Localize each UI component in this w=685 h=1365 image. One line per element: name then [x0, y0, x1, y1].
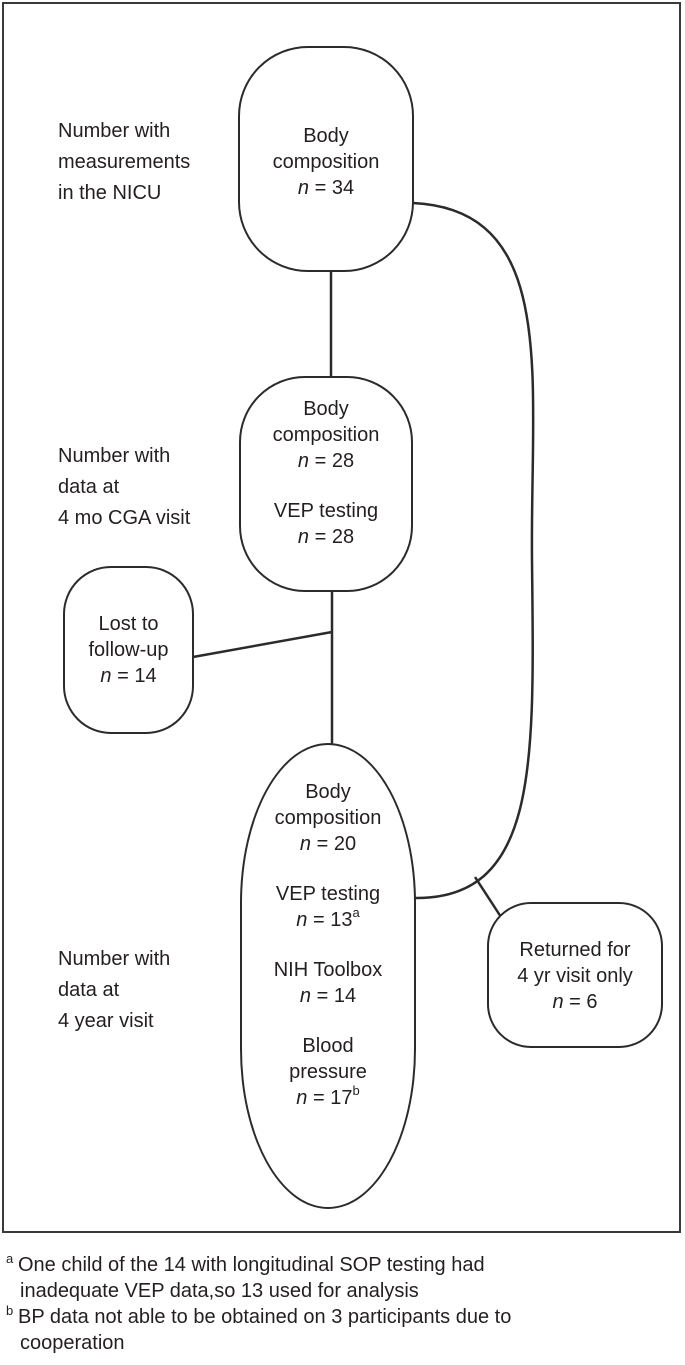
footnote-a-text: One child of the 14 with longitudinal SO… [18, 1254, 485, 1276]
footnote-b-text: BP data not able to be obtained on 3 par… [18, 1306, 512, 1328]
n-value: = 20 [316, 833, 357, 855]
connector-returned-branch [473, 876, 503, 918]
n-symbol: n [297, 177, 310, 199]
node-text: composition [274, 807, 382, 829]
footnote-a: a One child of the 14 with longitudinal … [6, 1252, 676, 1304]
node-count: n = 28 [241, 524, 411, 550]
connector-lost-branch [192, 630, 333, 659]
row-label-4yr: Number with data at 4 year visit [58, 944, 170, 1037]
row-label-line: in the NICU [58, 182, 162, 204]
n-value: = 28 [314, 526, 355, 548]
row-label-line: data at [58, 979, 120, 1001]
node-count: n = 13a [242, 905, 414, 933]
node-text: VEP testing [273, 500, 379, 522]
node-text: Lost to [98, 613, 159, 635]
node-text: Returned for [519, 939, 631, 961]
n-value: = 6 [569, 991, 598, 1013]
node-text: Blood [302, 1035, 354, 1057]
n-value: = 17 [312, 1087, 353, 1109]
n-symbol: n [299, 833, 312, 855]
n-value: = 14 [316, 985, 357, 1007]
row-label-line: data at [58, 476, 120, 498]
n-value: = 34 [314, 177, 355, 199]
node-count: n = 17b [242, 1083, 414, 1111]
node-text: follow-up [88, 639, 169, 661]
row-label-line: Number with [58, 948, 171, 970]
node-text: composition [272, 424, 380, 446]
node-text: Body [303, 398, 349, 420]
n-symbol: n [297, 450, 310, 472]
footnote-b-text-cont: cooperation [20, 1332, 125, 1354]
node-returned-4yr-only: Returned for 4 yr visit only n = 6 [487, 902, 663, 1048]
row-label-line: measurements [58, 151, 191, 173]
node-count: n = 14 [65, 663, 192, 689]
node-4mo-visit: Body composition n = 28 VEP testing n = … [239, 376, 413, 592]
node-4yr-visit: Body composition n = 20 VEP testing n = … [240, 743, 416, 1209]
n-symbol: n [299, 985, 312, 1007]
row-label-line: 4 year visit [58, 1010, 154, 1032]
footnote-mark-a: a [352, 905, 360, 921]
footnote-mark-b: b [352, 1083, 360, 1099]
row-label-4mo: Number with data at 4 mo CGA visit [58, 441, 190, 534]
row-label-line: 4 mo CGA visit [58, 507, 191, 529]
node-text: VEP testing [275, 883, 381, 905]
node-text: Body [303, 125, 349, 147]
n-symbol: n [552, 991, 564, 1013]
node-nicu-body-composition: Body composition n = 34 [238, 46, 414, 272]
node-text: NIH Toolbox [273, 959, 383, 981]
node-count: n = 6 [489, 989, 661, 1015]
footnotes: a One child of the 14 with longitudinal … [6, 1252, 676, 1356]
connector-nicu-to-4yr-curve [412, 201, 535, 900]
n-value: = 14 [117, 665, 157, 687]
footnote-b: b BP data not able to be obtained on 3 p… [6, 1304, 676, 1356]
node-text: Body [305, 781, 351, 803]
n-symbol: n [296, 1087, 308, 1109]
n-value: = 28 [314, 450, 355, 472]
diagram-frame [2, 2, 681, 1233]
row-label-line: Number with [58, 445, 171, 467]
node-count: n = 34 [240, 175, 412, 201]
node-lost-to-follow-up: Lost to follow-up n = 14 [63, 566, 194, 734]
n-symbol: n [296, 909, 308, 931]
node-text: composition [272, 151, 380, 173]
n-value: = 13 [312, 909, 353, 931]
n-symbol: n [100, 665, 112, 687]
footnote-a-text-cont: inadequate VEP data,so 13 used for analy… [20, 1280, 419, 1302]
n-symbol: n [297, 526, 310, 548]
row-label-line: Number with [58, 120, 171, 142]
node-count: n = 28 [241, 448, 411, 474]
node-count: n = 14 [242, 983, 414, 1009]
node-text: 4 yr visit only [517, 965, 633, 987]
node-text: pressure [289, 1061, 367, 1083]
node-count: n = 20 [242, 831, 414, 857]
row-label-nicu: Number with measurements in the NICU [58, 116, 190, 209]
